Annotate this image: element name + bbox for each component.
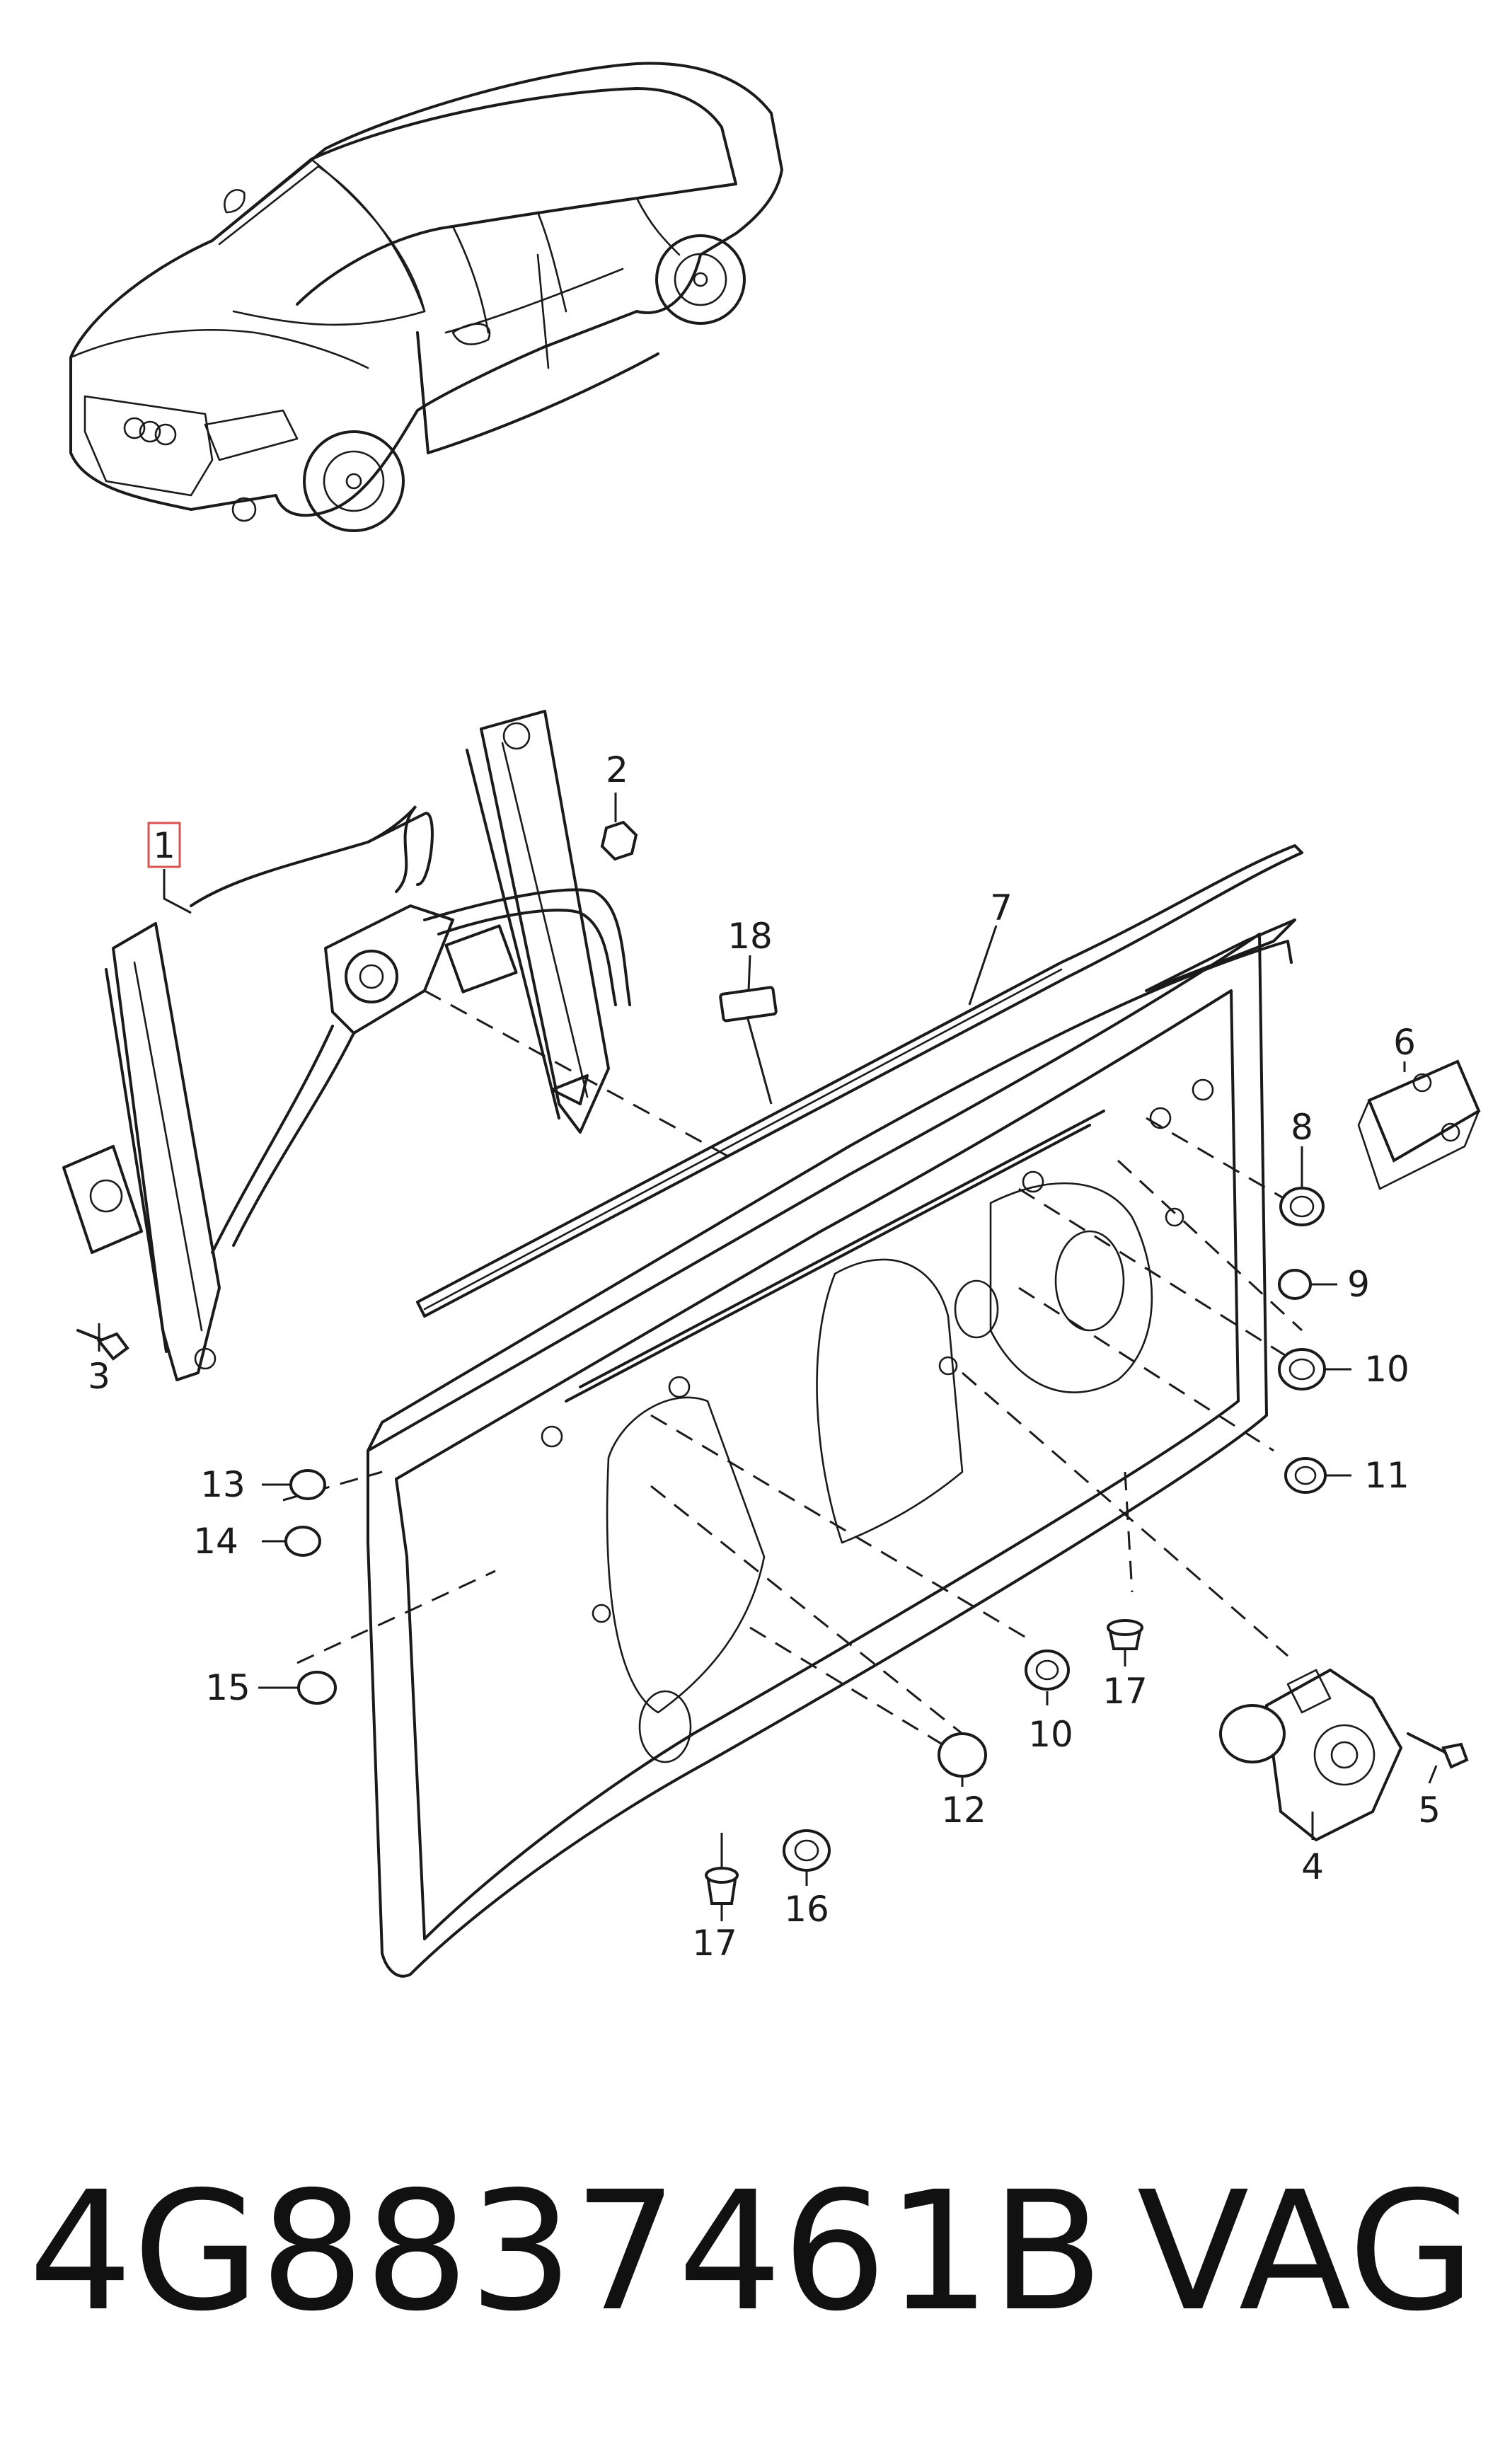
callout-10-right: 10 (1364, 1349, 1409, 1390)
callout-11: 11 (1364, 1455, 1409, 1496)
footer: 4G8837461B VAG (28, 2156, 1475, 2347)
dashed-leaders (282, 989, 1317, 1749)
callout-5: 5 (1418, 1790, 1441, 1831)
callout-7: 7 (990, 887, 1013, 928)
grommet-part-10b (1025, 1650, 1070, 1691)
callout-2: 2 (606, 749, 628, 790)
callout-17-right: 17 (1102, 1671, 1148, 1712)
callout-1: 1 (153, 825, 175, 866)
plug-part-13 (289, 1469, 326, 1500)
plug-part-14 (284, 1526, 321, 1557)
nut-part-2 (600, 820, 638, 861)
callout-16: 16 (784, 1889, 829, 1930)
small-parts (76, 820, 1481, 1905)
plug-part-9 (1278, 1269, 1312, 1300)
callout-6: 6 (1393, 1022, 1416, 1063)
brand-label: VAG (1137, 2156, 1475, 2347)
grommet-part-10a (1278, 1348, 1326, 1391)
callout-17-left: 17 (692, 1923, 737, 1964)
grommet-part-11 (1284, 1457, 1327, 1494)
car-illustration (69, 62, 783, 532)
callout-14: 14 (193, 1521, 238, 1562)
callout-12: 12 (941, 1790, 986, 1831)
callout-13: 13 (200, 1464, 246, 1505)
callout-3: 3 (88, 1356, 110, 1397)
part-number: 4G8837461B (28, 2156, 1104, 2347)
sealing-strip (416, 844, 1303, 1403)
callout-10-lower: 10 (1028, 1714, 1073, 1755)
grommet-part-8 (1279, 1187, 1325, 1226)
grommet-part-16 (783, 1829, 831, 1872)
window-regulator (62, 710, 631, 1381)
motor-part-4 (1219, 1668, 1403, 1842)
callout-1-highlight (147, 822, 181, 868)
callout-9: 9 (1347, 1264, 1370, 1305)
callout-8: 8 (1291, 1107, 1313, 1148)
callout-18: 18 (727, 916, 773, 957)
callout-leaders (98, 793, 1438, 1921)
callout-15: 15 (205, 1667, 250, 1708)
control-module-part-6 (1367, 1059, 1481, 1163)
callout-4: 4 (1301, 1846, 1324, 1887)
door-panel (367, 919, 1296, 1978)
grommet-part-12 (938, 1732, 987, 1778)
callout-labels: 1 2 3 4 5 6 7 8 9 10 10 11 12 13 14 15 1… (88, 749, 1441, 1964)
plug-part-15 (297, 1671, 337, 1705)
